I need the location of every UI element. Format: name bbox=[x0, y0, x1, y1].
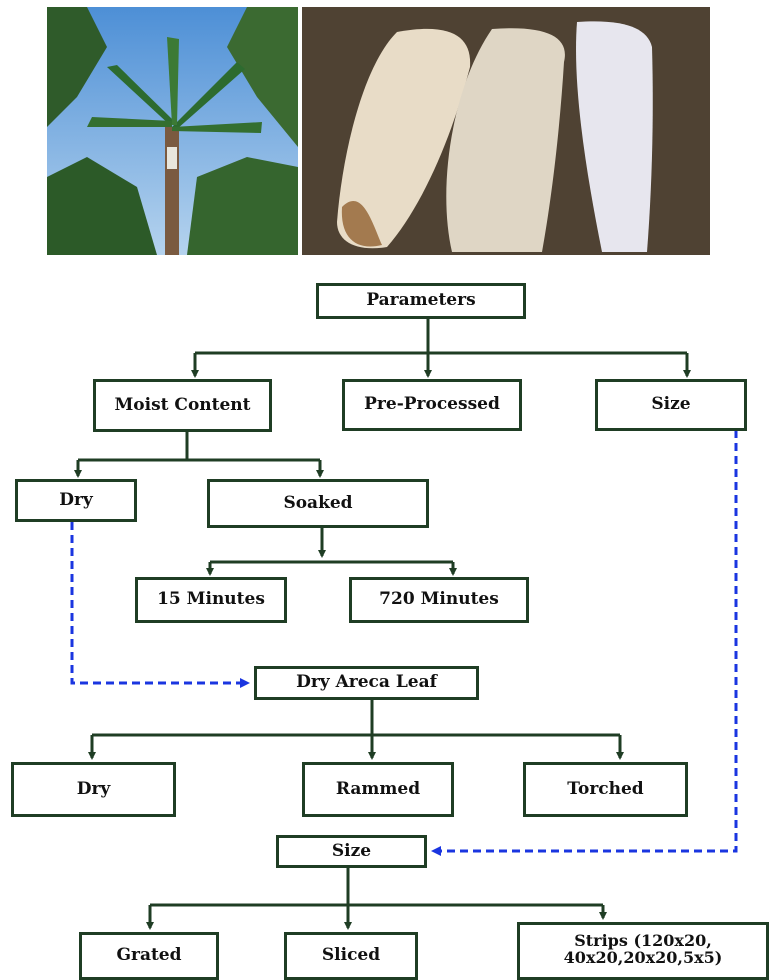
node-moist-content: Moist Content bbox=[93, 379, 272, 432]
node-pre-processed: Pre-Processed bbox=[342, 379, 522, 431]
node-size: Size bbox=[276, 835, 427, 868]
node-soaked: Soaked bbox=[207, 479, 429, 528]
node-dry-treatment: Dry bbox=[11, 762, 176, 817]
node-720-minutes: 720 Minutes bbox=[349, 577, 529, 623]
node-dry-areca-leaf: Dry Areca Leaf bbox=[254, 666, 479, 700]
node-grated: Grated bbox=[79, 932, 219, 980]
areca-leaf-sheaths-photo bbox=[302, 7, 710, 255]
node-torched: Torched bbox=[523, 762, 688, 817]
node-size-parameter: Size bbox=[595, 379, 747, 431]
node-strips: Strips (120x20, 40x20,20x20,5x5) bbox=[517, 922, 769, 980]
node-rammed: Rammed bbox=[302, 762, 454, 817]
node-dry-moisture: Dry bbox=[15, 479, 137, 522]
node-sliced: Sliced bbox=[284, 932, 418, 980]
node-15-minutes: 15 Minutes bbox=[135, 577, 287, 623]
node-parameters: Parameters bbox=[316, 283, 526, 319]
areca-palm-photo bbox=[47, 7, 298, 255]
